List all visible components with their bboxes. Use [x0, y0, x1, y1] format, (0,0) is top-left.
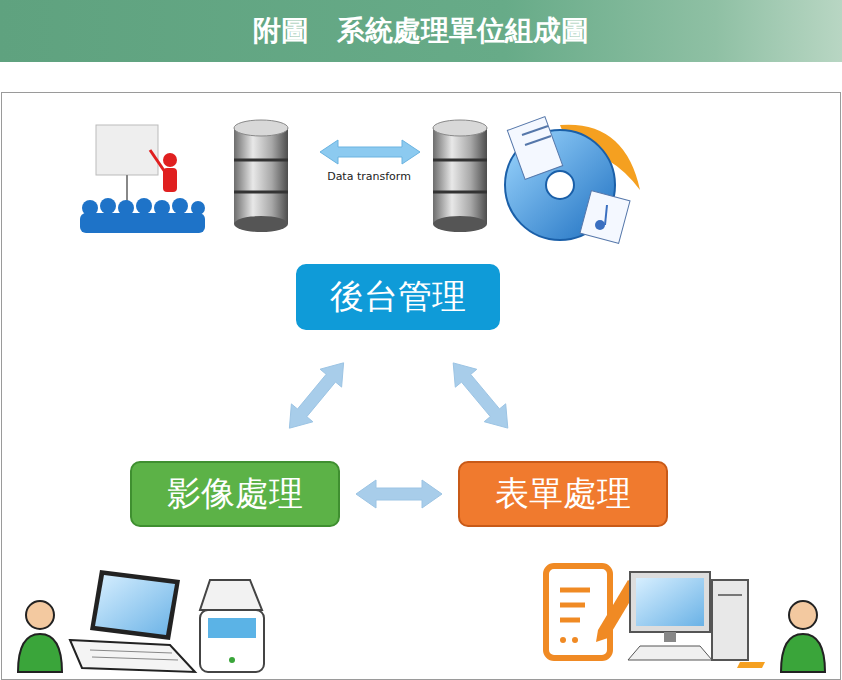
process-box: 表單處理 [458, 461, 668, 527]
user-icon [18, 601, 62, 672]
box-label: 表單處理 [495, 471, 631, 517]
figure-title: 附圖 系統處理單位組成圖 [0, 0, 842, 62]
laptop-icon [70, 570, 195, 672]
box-label: 影像處理 [167, 471, 303, 517]
double-arrow [356, 480, 442, 508]
presentation-icon [80, 125, 205, 233]
transfer-arrow [320, 140, 420, 164]
process-box: 影像處理 [130, 461, 340, 527]
desktop-icon [628, 572, 765, 668]
form-icon [546, 566, 638, 658]
double-arrow [289, 363, 343, 428]
box-label: 後台管理 [330, 274, 466, 320]
database-icon [234, 120, 288, 232]
user-icon [781, 601, 825, 672]
process-box: 後台管理 [296, 264, 500, 330]
double-arrow [453, 363, 508, 428]
media-disc-icon [505, 117, 640, 244]
scanner-icon [200, 580, 264, 672]
database-icon [433, 120, 487, 232]
arrow-label: Data transform [327, 170, 411, 183]
